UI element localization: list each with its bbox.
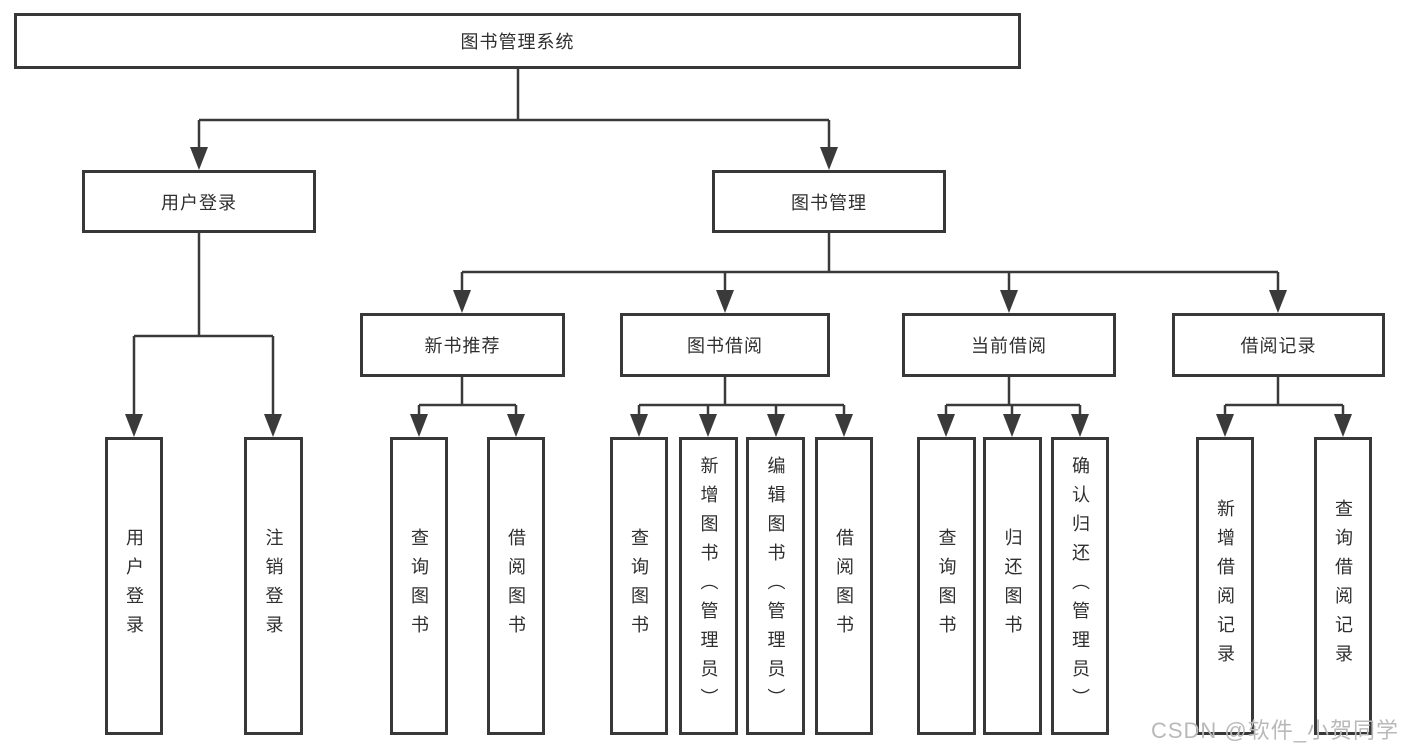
node-label: 查询图书 (936, 528, 957, 644)
leaf-confirm-return-admin: 确认归还（管理员） (1051, 437, 1109, 735)
node-label: 查询借阅记录 (1333, 499, 1353, 673)
node-label: 图书借阅 (687, 336, 763, 356)
leaf-add-books-admin: 新增图书（管理员） (679, 437, 738, 735)
node-label: 用户登录 (161, 192, 237, 213)
node-label: 当前借阅 (971, 336, 1047, 356)
node-label: 查询图书 (409, 528, 429, 644)
node-label: 新书推荐 (424, 336, 501, 356)
node-user-login: 用户登录 (82, 170, 316, 233)
leaf-return-books: 归还图书 (983, 437, 1042, 735)
node-label: 图书管理 (791, 192, 867, 213)
node-label: 查询图书 (629, 528, 649, 644)
node-book-borrow: 图书借阅 (620, 313, 830, 377)
leaf-query-borrow-record: 查询借阅记录 (1314, 437, 1372, 735)
leaf-query-books-recommend: 查询图书 (390, 437, 448, 735)
leaf-add-borrow-record: 新增借阅记录 (1196, 437, 1254, 735)
node-label: 借阅图书 (506, 528, 526, 644)
node-new-book-recommend: 新书推荐 (360, 313, 565, 377)
csdn-watermark: CSDN @软件_小贺同学 (1150, 718, 1399, 743)
leaf-borrow-books: 借阅图书 (815, 437, 873, 735)
node-label: 图书管理系统 (460, 32, 575, 52)
leaf-user-login: 用户登录 (105, 437, 163, 735)
node-label: 归还图书 (1002, 528, 1023, 644)
node-system-root: 图书管理系统 (14, 13, 1021, 69)
leaf-query-books-current: 查询图书 (917, 437, 976, 735)
leaf-edit-books-admin: 编辑图书（管理员） (746, 437, 805, 735)
node-book-management: 图书管理 (712, 170, 946, 233)
node-label: 确认归还（管理员） (1070, 455, 1090, 717)
node-label: 用户登录 (124, 528, 144, 644)
node-current-borrow: 当前借阅 (902, 313, 1116, 377)
node-label: 编辑图书（管理员） (765, 455, 786, 717)
leaf-query-books-borrow: 查询图书 (610, 437, 668, 735)
node-label: 借阅图书 (834, 528, 854, 644)
node-label: 新增图书（管理员） (698, 455, 719, 717)
node-label: 新增借阅记录 (1215, 499, 1235, 673)
node-label: 借阅记录 (1240, 336, 1317, 356)
node-label: 注销登录 (263, 528, 284, 644)
leaf-logout: 注销登录 (244, 437, 303, 735)
node-borrow-record: 借阅记录 (1172, 313, 1385, 377)
leaf-borrow-books-recommend: 借阅图书 (487, 437, 545, 735)
